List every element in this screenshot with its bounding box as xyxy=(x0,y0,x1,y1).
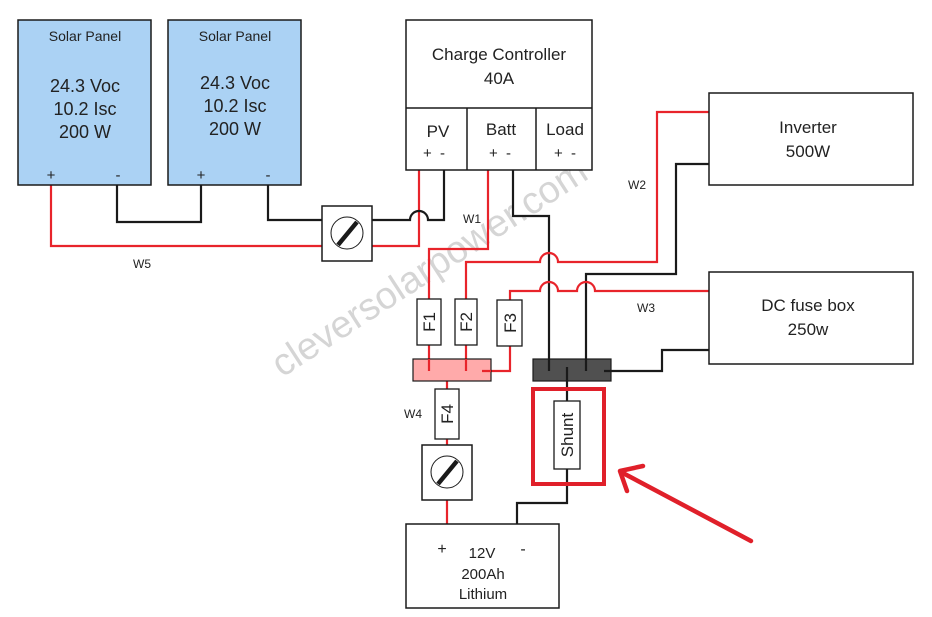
fuse-label: F4 xyxy=(438,404,457,424)
battery: + 12V - 200Ah Lithium xyxy=(405,523,560,609)
panel-minus-terminal: - xyxy=(116,167,121,184)
w2-negative-wire xyxy=(584,162,709,373)
inverter-rating: 500W xyxy=(786,142,830,161)
inverter: Inverter 500W xyxy=(708,92,914,186)
battery-chemistry: Lithium xyxy=(459,586,507,603)
breaker-switch-icon xyxy=(336,220,359,247)
battery-plus-terminal: + xyxy=(437,541,446,558)
panel-isc: 10.2 Isc xyxy=(203,96,266,116)
panel-power: 200 W xyxy=(59,122,111,142)
pv-breaker xyxy=(321,205,373,262)
terminal-batt-label: Batt xyxy=(486,120,517,139)
fuse-f1: F1 xyxy=(416,298,442,346)
w2-positive-wire xyxy=(464,110,709,299)
controller-rating: 40A xyxy=(484,69,515,88)
w5-positive-wire xyxy=(49,170,421,248)
dc-fuse-box: DC fuse box 250w xyxy=(708,271,914,365)
w1-positive-wire xyxy=(427,170,490,299)
battery-minus-terminal: - xyxy=(520,541,525,558)
battery-breaker xyxy=(421,444,473,501)
shunt: Shunt xyxy=(553,400,581,470)
panel-isc: 10.2 Isc xyxy=(53,99,116,119)
panel-voc: 24.3 Voc xyxy=(50,76,120,96)
fuse-label: F1 xyxy=(420,312,439,332)
fuse-f2: F2 xyxy=(454,298,478,346)
panel-minus-terminal: - xyxy=(266,167,271,184)
wire-label-w1: W1 xyxy=(463,212,481,226)
panel-title: Solar Panel xyxy=(49,28,121,44)
wires xyxy=(49,110,709,524)
inverter-title: Inverter xyxy=(779,118,837,137)
panel-plus-terminal: + xyxy=(197,167,206,184)
fuse-box-title: DC fuse box xyxy=(761,296,855,315)
terminal-load-label: Load xyxy=(546,120,584,139)
battery-capacity: 200Ah xyxy=(461,566,504,583)
shunt-label: Shunt xyxy=(558,413,577,458)
panel-power: 200 W xyxy=(209,119,261,139)
terminal-batt-polarity: + - xyxy=(489,145,511,162)
series-link-wire xyxy=(115,185,203,224)
fuse-f4: F4 xyxy=(434,388,460,440)
fuse-label: F2 xyxy=(457,312,476,332)
solar-panel-1: Solar Panel 24.3 Voc 10.2 Isc 200 W + - xyxy=(17,19,152,186)
controller-title: Charge Controller xyxy=(432,45,567,64)
terminal-load-polarity: + - xyxy=(554,145,576,162)
shunt-highlight-box xyxy=(531,387,606,486)
battery-voltage: 12V xyxy=(469,545,496,562)
w3-positive-wire xyxy=(508,280,709,300)
wire-label-w4: W4 xyxy=(404,407,422,421)
fuse-label: F3 xyxy=(501,313,520,333)
batt-negative-wire xyxy=(511,170,551,373)
wire-label-w2: W2 xyxy=(628,178,646,192)
solar-panel-2: Solar Panel 24.3 Voc 10.2 Isc 200 W + - xyxy=(167,19,302,186)
terminal-pv-label: PV xyxy=(427,122,450,141)
pv-negative-wire xyxy=(266,170,446,222)
panel-title: Solar Panel xyxy=(199,28,271,44)
panel-plus-terminal: + xyxy=(47,167,56,184)
wire-label-w5: W5 xyxy=(133,257,151,271)
fuse-f3: F3 xyxy=(496,299,523,347)
fuse-box-rating: 250w xyxy=(788,320,829,339)
positive-busbar xyxy=(412,358,492,382)
wire-label-w3: W3 xyxy=(637,301,655,315)
panel-voc: 24.3 Voc xyxy=(200,73,270,93)
breaker-switch-icon xyxy=(436,459,459,486)
annotation-arrow-icon xyxy=(617,463,754,544)
w3-negative-wire xyxy=(604,348,709,373)
negative-busbar xyxy=(532,358,612,382)
charge-controller: Charge Controller 40A PV + - Batt + - Lo… xyxy=(405,19,593,171)
terminal-pv-polarity: + - xyxy=(423,145,445,162)
